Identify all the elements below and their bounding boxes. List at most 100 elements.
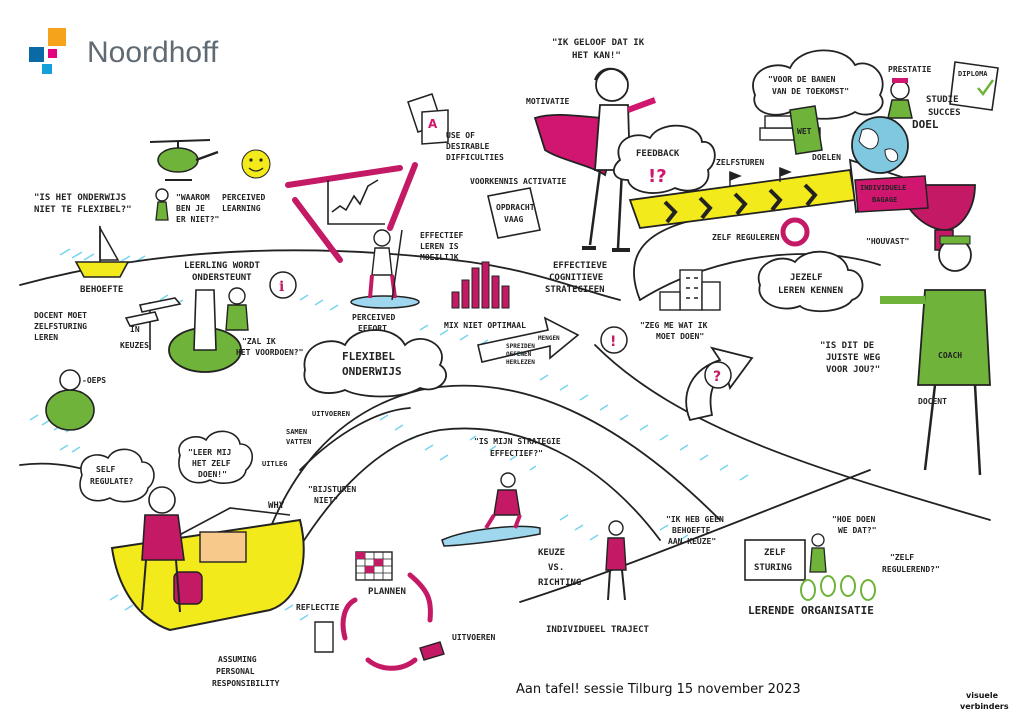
- bar-chart-icon: [451, 261, 510, 309]
- session-caption: Aan tafel! sessie Tilburg 15 november 20…: [516, 682, 801, 697]
- label-opdracht-1: OPDRACHT: [496, 203, 535, 212]
- feedback-symbols: !?: [648, 166, 667, 187]
- label-perceived-effort-1: PERCEIVED: [352, 313, 396, 322]
- label-why: WHY: [268, 501, 285, 511]
- quote-strategie-1: "IS MIJN STRATEGIE: [474, 437, 561, 446]
- quote-geloof-2: HET KAN!": [572, 51, 621, 61]
- river-bank-near: [519, 469, 871, 603]
- figure-surfer: [441, 472, 541, 547]
- figure-oeps: [45, 369, 95, 431]
- quote-leer-mij-3: DOEN!": [198, 470, 227, 479]
- label-desirable-3: DIFFICULTIES: [446, 153, 504, 162]
- books-icon: [759, 105, 823, 155]
- cloud-self-regulate: [79, 448, 155, 503]
- quote-zelfregulerend-2: REGULEREND?": [882, 565, 940, 574]
- noordhoff-logo: [29, 28, 66, 74]
- helicopter-icon: [149, 139, 219, 181]
- logo-square-cyan: [42, 64, 52, 74]
- cloud-feedback: !?: [613, 124, 716, 194]
- figure-keuze: [605, 520, 627, 601]
- label-mix: MIX NIET OPTIMAAL: [444, 321, 526, 330]
- label-zelf-sturing-2: STURING: [754, 563, 792, 573]
- quote-flexibel-1: "IS HET ONDERWIJS: [34, 193, 126, 203]
- label-samen-vatten-1: SAMEN: [286, 428, 307, 436]
- quote-waarom-3: ER NIET?": [176, 215, 219, 224]
- label-perceived-learning-1: PERCEIVED: [222, 193, 266, 202]
- label-mengen-3: OEFENEN: [506, 351, 532, 358]
- whiteboard-icon: [744, 539, 806, 581]
- bubble-question: ?: [704, 361, 732, 389]
- big-arrow-up: [685, 346, 754, 422]
- cards-icon: A: [407, 93, 449, 145]
- label-mengen-4: HERLEZEN: [506, 359, 535, 366]
- label-prestatie: PRESTATIE: [888, 65, 932, 74]
- label-assuming-2: PERSONAL: [216, 667, 255, 676]
- quote-waarom-1: "WAAROM: [176, 193, 210, 202]
- quote-geen-behoefte-1: "IK HEB GEEN: [666, 515, 724, 524]
- label-mengen-1: MENGEN: [538, 335, 560, 342]
- label-doelen: DOELEN: [812, 153, 841, 162]
- wave-inner: [269, 427, 661, 601]
- label-effectief-2: LEREN IS: [420, 242, 459, 251]
- quote-leer-mij-1: "LEER MIJ: [188, 448, 231, 457]
- cloud-leer-mij: [178, 430, 253, 484]
- cycle-arrows: [340, 572, 433, 671]
- label-keuze-richting-3: RICHTING: [538, 578, 581, 588]
- label-docent: DOCENT: [918, 397, 947, 406]
- label-doel: DOEL: [912, 118, 939, 131]
- quote-houvast: "HOUVAST": [866, 237, 909, 246]
- quote-juiste-weg-1: "IS DIT DE: [820, 341, 874, 351]
- label-zelf-leren-2: LEREN KENNEN: [778, 286, 843, 296]
- label-desirable-1: USE OF: [446, 131, 475, 140]
- label-docent-moet-2: ZELFSTURING: [34, 322, 87, 331]
- river-bank-far: [594, 344, 991, 521]
- annotation-labels: "IS HET ONDERWIJS NIET TE FLEXIBEL?" "WA…: [34, 38, 988, 688]
- svg-text:A: A: [428, 117, 438, 131]
- label-desirable-2: DESIRABLE: [446, 142, 490, 151]
- quote-hoe-doen-1: "HOE DOEN: [832, 515, 876, 524]
- label-keuze-richting-1: KEUZE: [538, 548, 565, 558]
- label-opdracht-2: VAAG: [504, 215, 523, 224]
- label-cognitieve-1: EFFECTIEVE: [553, 261, 607, 271]
- diploma-icon: [949, 61, 999, 111]
- label-feedback: FEEDBACK: [636, 149, 680, 159]
- logo-square-blue: [29, 47, 44, 62]
- label-in-keuzes-1: IN: [130, 325, 140, 334]
- line-chart-icon: [327, 179, 385, 225]
- quote-flexibel-2: NIET TE FLEXIBEL?": [34, 205, 132, 215]
- yellow-boat: [110, 507, 305, 632]
- flexibel-onderwijs-line2: ONDERWIJS: [342, 365, 402, 378]
- bagage-banner: [854, 175, 929, 213]
- mirror-icon: [314, 621, 334, 653]
- flexibel-onderwijs-line1: FLEXIBEL: [342, 350, 395, 363]
- svg-text:?: ?: [713, 369, 721, 385]
- quote-juiste-weg-3: VOOR JOU?": [826, 365, 880, 375]
- quote-bijsturen-2: NIET": [314, 496, 338, 505]
- label-uitvoeren-top: UITVOEREN: [312, 410, 350, 418]
- label-voorkennis: VOORKENNIS ACTIVATIE: [470, 177, 567, 186]
- lifebuoy-icon: [780, 217, 810, 247]
- label-zelfsturen: ZELFSTUREN: [716, 158, 764, 167]
- quote-waarom-2: BEN JE: [176, 204, 205, 213]
- signpost-icon: [124, 297, 182, 350]
- label-in-keuzes-2: KEUZES: [120, 341, 149, 350]
- label-leerling-2: ONDERSTEUNT: [192, 273, 252, 283]
- label-studie-succes-2: SUCCES: [928, 108, 961, 118]
- quote-leer-mij-2: HET ZELF: [192, 459, 231, 468]
- quote-bijsturen-1: "BIJSTUREN: [308, 485, 356, 494]
- quote-juiste-weg-2: JUISTE WEG: [826, 353, 880, 363]
- label-cognitieve-3: STRATEGIEEN: [545, 285, 605, 295]
- mengen-arrow: [477, 316, 580, 363]
- label-self-regulate-1: SELF: [96, 465, 115, 474]
- figure-motivatie: [533, 67, 657, 252]
- figure-coach: [880, 235, 991, 476]
- label-mengen-2: SPREIDEN: [506, 343, 535, 350]
- quote-zeg-me-1: "ZEG ME WAT IK: [640, 321, 708, 330]
- label-motivatie: MOTIVATIE: [526, 97, 570, 106]
- figure-prestatie: [887, 78, 913, 119]
- cloud-jezelf: [757, 250, 864, 313]
- label-docent-moet-1: DOCENT MOET: [34, 311, 87, 320]
- label-perceived-effort-2: EFFORT: [358, 324, 387, 333]
- label-wet: WET: [797, 127, 812, 136]
